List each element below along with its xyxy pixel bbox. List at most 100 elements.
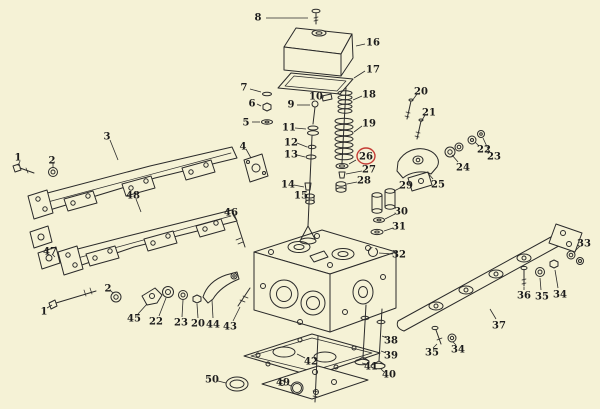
part-label-1: 1: [41, 307, 48, 318]
part-label-3: 3: [104, 132, 111, 143]
part-label-4: 4: [240, 142, 247, 153]
leader-line-1: [46, 304, 53, 309]
part-label-48: 48: [126, 191, 140, 202]
leader-line-34: [452, 341, 457, 346]
part-label-16: 16: [366, 38, 380, 49]
leader-line-7: [249, 88, 262, 93]
leader-line-14: [293, 184, 305, 188]
part-label-36: 36: [517, 291, 531, 302]
spring-retainer: [335, 163, 349, 169]
manifold-gasket: [29, 225, 61, 270]
part-label-9: 9: [288, 100, 295, 111]
leader-line-45: [137, 303, 148, 315]
leader-line-43: [232, 306, 241, 322]
bolt-washer: [110, 291, 122, 303]
part-label-14: 14: [281, 180, 295, 191]
leader-line-31: [383, 227, 394, 232]
leader-line-11: [294, 127, 307, 130]
leader-line-46: [232, 214, 238, 222]
rail-bolt: [520, 265, 528, 287]
leader-line-40: [380, 368, 385, 373]
part-label-33: 33: [577, 239, 591, 250]
leader-line-16: [355, 43, 366, 47]
part-label-15: 15: [294, 191, 308, 202]
part-label-44: 44: [206, 320, 220, 331]
rail-nut: [549, 259, 559, 269]
part-label-23: 23: [174, 318, 188, 329]
leader-line-22: [158, 297, 167, 317]
leader-line-20: [411, 93, 418, 102]
leader-line-6: [256, 103, 262, 107]
valve-guides: [368, 188, 396, 257]
part-label-12: 12: [284, 138, 298, 149]
leader-line-35: [539, 277, 542, 291]
part-label-20: 20: [191, 319, 205, 330]
rail-mount-bolt: [431, 325, 443, 345]
leader-line-19: [353, 125, 363, 133]
snap-ring: [368, 247, 378, 257]
outer-spring: [337, 90, 353, 114]
part-label-25: 25: [431, 180, 445, 191]
leader-line-26: [348, 159, 357, 165]
rail-mount-washer: [447, 333, 457, 343]
leader-line-30: [384, 213, 396, 220]
leader-line-39: [380, 350, 387, 354]
part-label-20: 20: [414, 87, 428, 98]
leader-line-23: [181, 299, 184, 318]
part-label-10: 10: [309, 92, 323, 103]
leader-line-3: [109, 139, 119, 161]
part-label-29: 29: [399, 181, 413, 192]
part-label-11: 11: [282, 123, 296, 134]
part-label-39: 39: [384, 351, 398, 362]
part-label-7: 7: [241, 83, 248, 94]
part-label-23: 23: [487, 152, 501, 163]
leader-line-22: [474, 141, 480, 147]
leader-line-12: [296, 142, 308, 148]
leader-line-21: [420, 114, 426, 123]
leader-line-33: [574, 245, 581, 252]
part-label-2: 2: [105, 284, 112, 295]
upper-manifold: [12, 146, 238, 220]
part-label-22: 22: [149, 317, 163, 328]
part-label-50: 50: [205, 375, 219, 386]
part-label-37: 37: [492, 321, 506, 332]
part-label-17: 17: [366, 65, 380, 76]
leader-line-37: [489, 308, 497, 320]
part-label-24: 24: [456, 163, 470, 174]
valves: [354, 304, 386, 370]
water-rail: [396, 223, 584, 345]
manifold-bolt: [12, 163, 35, 174]
long-bolt: [48, 287, 97, 310]
rail-washers: [566, 250, 584, 265]
leader-line-25: [426, 171, 434, 180]
rail-washer: [535, 267, 545, 277]
leader-line-1: [17, 160, 21, 167]
lever-arm: [202, 271, 240, 304]
lower-manifold: [29, 209, 238, 310]
valve-keeper: [338, 171, 346, 179]
inner-spring: [334, 117, 354, 161]
leader-line-35: [432, 343, 438, 349]
manifold-washer: [48, 167, 58, 177]
part-label-35: 35: [535, 292, 549, 303]
cover-bolt: [311, 8, 321, 25]
part-label-28: 28: [357, 176, 371, 187]
leader-line-18: [352, 95, 363, 101]
part-label-45: 45: [127, 314, 141, 325]
core-plugs: [225, 376, 304, 395]
part-label-2: 2: [49, 156, 56, 167]
part-label-34: 34: [451, 345, 465, 356]
highlight-circle-26: [356, 147, 376, 165]
stud: [404, 98, 414, 120]
leader-line-34: [554, 269, 559, 289]
part-label-5: 5: [243, 118, 250, 129]
part-label-27: 27: [362, 165, 376, 176]
leader-line-29: [393, 187, 401, 192]
part-label-35: 35: [425, 348, 439, 359]
part-label-19: 19: [362, 119, 376, 130]
leader-line-41: [361, 362, 367, 365]
part-label-42: 42: [304, 357, 318, 368]
rocker-assembly: [396, 98, 485, 192]
